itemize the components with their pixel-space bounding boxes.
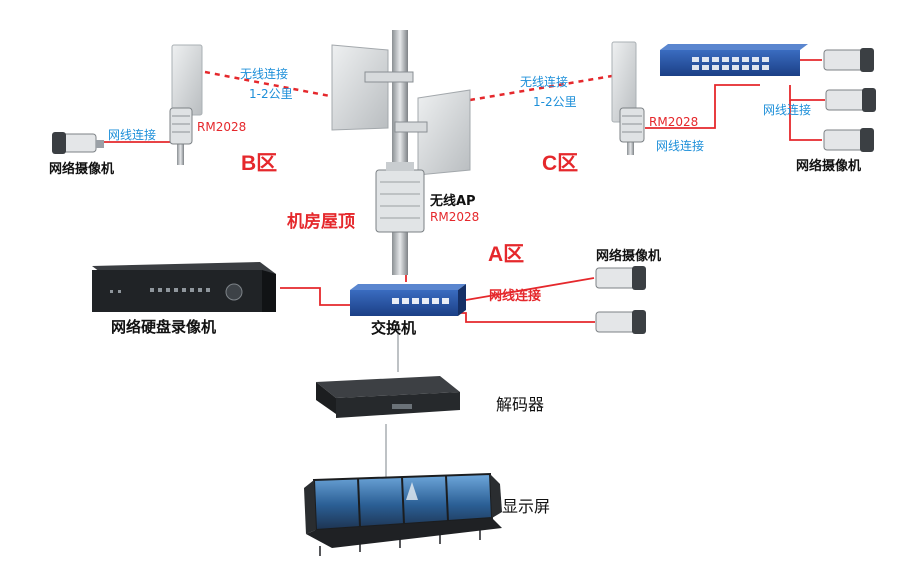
distance-label-b: 1-2公里 [249,87,293,101]
display-wall [304,472,502,556]
video-links [385,330,399,478]
ap-label: 无线AP [430,194,476,209]
camera-icon [595,310,646,334]
wired-link-label-c-bottom: 网线连接 [656,139,705,153]
camera-icon [595,266,646,290]
display-label: 显示屏 [502,497,551,516]
distance-label-c: 1-2公里 [533,95,577,109]
wired-link-label-b: 网线连接 [108,128,157,142]
central-tower [331,30,471,275]
antenna-c [611,41,645,155]
switch-c [660,44,808,76]
zone-label-c: C区 [542,152,579,175]
camera-label-a: 网络摄像机 [596,249,662,264]
decoder-device [316,376,460,418]
model-label-c: RM2028 [649,115,699,129]
zone-label-b: B区 [241,152,278,175]
zone-label-a: A区 [488,243,525,266]
camera-label-c: 网络摄像机 [796,159,862,174]
wireless-link-c [469,74,613,102]
antenna-b [169,44,203,165]
switch-a [350,284,466,316]
decoder-label: 解码器 [496,395,545,414]
nvr-label: 网络硬盘录像机 [111,318,217,336]
switch-label: 交换机 [371,319,417,337]
wireless-link-b [204,70,331,98]
camera-icon [823,48,874,72]
wireless-link-label-c: 无线连接 [520,75,569,89]
wireless-link-label-b: 无线连接 [240,67,289,81]
model-label-b: RM2028 [197,120,247,134]
wired-link-label-c-right: 网线连接 [763,103,812,117]
nvr-device [92,262,276,312]
roof-label: 机房屋顶 [287,212,355,232]
camera-icon [823,128,874,152]
camera-icon [52,132,104,154]
ap-model-label: RM2028 [430,210,480,224]
wired-link-label-a: 网线连接 [489,289,542,304]
camera-icon [825,88,876,112]
camera-label-b: 网络摄像机 [49,162,115,177]
